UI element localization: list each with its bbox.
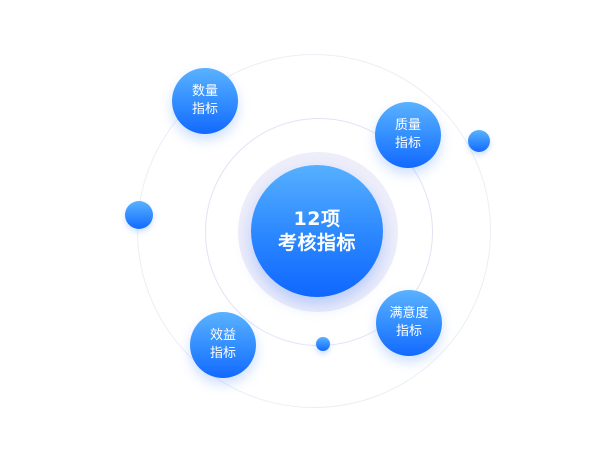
satisfaction-node-label-line1: 满意度 xyxy=(389,306,429,321)
quantity-node-label-line2: 指标 xyxy=(191,102,218,117)
benefit-node-label-line1: 效益 xyxy=(209,328,236,343)
center-title-label: 考核指标 xyxy=(277,232,356,254)
quality-indicator-node: 质量 指标 xyxy=(375,102,441,168)
quantity-node-label-line1: 数量 xyxy=(191,84,218,99)
outer-orbit-ring xyxy=(137,54,491,408)
orbit-dot-right xyxy=(468,130,490,152)
quality-node-label-line2: 指标 xyxy=(394,136,421,151)
orbit-dot-left xyxy=(125,201,153,229)
quantity-indicator-node: 数量 指标 xyxy=(172,68,238,134)
center-circle: 12项 考核指标 xyxy=(251,165,383,297)
center-count-label: 12项 xyxy=(293,208,341,230)
satisfaction-node-label-line2: 指标 xyxy=(395,324,422,339)
benefit-node-label-line2: 指标 xyxy=(209,346,236,361)
benefit-indicator-node: 效益 指标 xyxy=(190,312,256,378)
orbit-dot-bottom xyxy=(316,337,330,351)
satisfaction-indicator-node: 满意度 指标 xyxy=(376,290,442,356)
quality-node-label-line1: 质量 xyxy=(394,118,421,133)
